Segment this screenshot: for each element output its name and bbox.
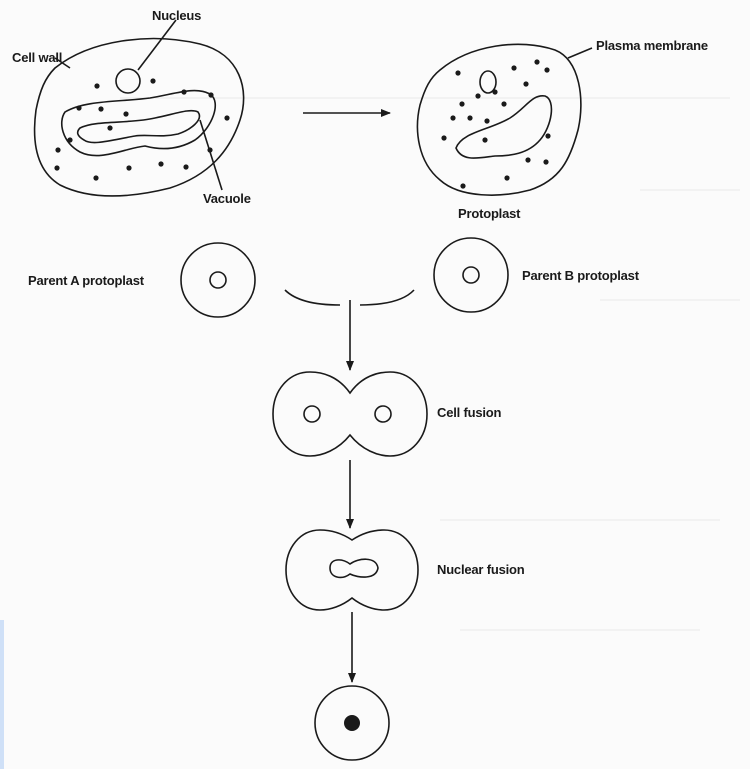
cytoplasm-dot [544,67,549,72]
cytoplasm-dot [492,89,497,94]
cytoplasm-dot [460,183,465,188]
vacuole-inner-outline [78,111,200,143]
cytoplasm-dot [543,159,548,164]
vacuole-label: Vacuole [203,191,251,206]
cytoplasm-dot [501,101,506,106]
cytoplasm-dot [523,81,528,86]
protoplast-nucleus [480,71,496,93]
parent-a-nucleus [210,272,226,288]
parent-a-membrane [181,243,255,317]
cytoplasm-dot [459,101,464,106]
cytoplasm-dot [224,115,229,120]
protoplast [417,44,580,195]
cytoplasm-dot [183,164,188,169]
cytoplasm-dot [123,111,128,116]
cytoplasm-dot [158,161,163,166]
cytoplasm-dot [126,165,131,170]
fused-nucleus-a [304,406,320,422]
hybrid-nucleus [344,715,360,731]
parent-b-membrane [434,238,508,312]
cytoplasm-dot [98,106,103,111]
cell-wall-label: Cell wall [12,50,62,65]
vacuole-leader [200,120,222,190]
cytoplasm-dot [545,133,550,138]
cytoplasm-dot [67,137,72,142]
merge-bracket-right [360,290,414,305]
plasma-membrane-leader [568,48,592,58]
cytoplasm-dot [150,78,155,83]
protoplast-label: Protoplast [458,206,521,221]
nucleus-leader [138,20,176,70]
cytoplasm-dot [455,70,460,75]
parent-b-nucleus [463,267,479,283]
cytoplasm-dot [475,93,480,98]
cytoplasm-dot [181,89,186,94]
cytoplasm-dot [441,135,446,140]
cytoplasm-dot [525,157,530,162]
parent-a-protoplast [181,243,255,317]
cytoplasm-dot [94,83,99,88]
parent-b-protoplast [434,238,508,312]
parent-a-label: Parent A protoplast [28,273,145,288]
cytoplasm-dot [93,175,98,180]
cytoplasm-dot [504,175,509,180]
cell-fusion-label: Cell fusion [437,405,502,420]
cell-fusion-stage [273,372,427,456]
cytoplasm-dot [107,125,112,130]
nuclear-fusion-stage [286,530,418,610]
hybrid-cell [315,686,389,760]
cytoplasm-dot [208,92,213,97]
nuclear-fusion-cell-outline [286,530,418,610]
cytoplasm-dot [55,147,60,152]
plasma-membrane-outline [417,44,580,195]
parent-b-label: Parent B protoplast [522,268,640,283]
nucleus-circle [116,69,140,93]
cytoplasm-dot [484,118,489,123]
plant-cell [35,39,244,196]
fusing-nuclei [330,559,378,577]
cytoplasm-dot [450,115,455,120]
cytoplasm-dot [534,59,539,64]
plasma-membrane-label: Plasma membrane [596,38,708,53]
cytoplasm-dot [467,115,472,120]
background-texture [120,98,740,630]
nuclear-fusion-label: Nuclear fusion [437,562,525,577]
merge-bracket-left [285,290,340,305]
nucleus-label: Nucleus [152,8,201,23]
cytoplasm-dot [76,105,81,110]
vacuole-outline [62,91,216,156]
cytoplasm-dot [511,65,516,70]
fused-cell-outline [273,372,427,456]
fused-nucleus-b [375,406,391,422]
cytoplasm-dot [54,165,59,170]
cytoplasm-dot [482,137,487,142]
